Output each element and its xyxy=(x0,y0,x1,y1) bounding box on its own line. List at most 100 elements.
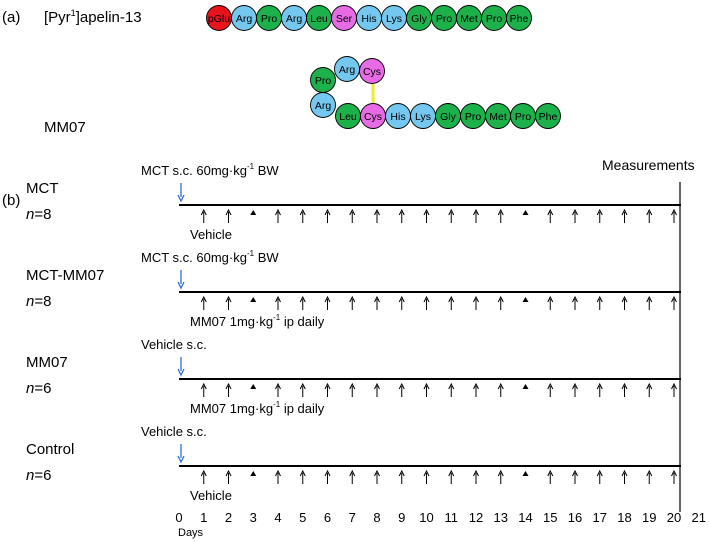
residue-label: Leu xyxy=(310,13,328,25)
dose-arrowhead xyxy=(497,208,504,216)
dose-arrowhead xyxy=(423,469,430,477)
dose-arrowhead xyxy=(374,469,380,477)
dose-arrowhead xyxy=(547,469,554,477)
dose-arrowhead xyxy=(324,469,331,477)
residue-his: His xyxy=(385,103,411,129)
day-tick-label: 19 xyxy=(642,510,656,525)
dose-arrowhead xyxy=(497,382,504,390)
residue-label: Phe xyxy=(539,111,558,123)
panel-b-label: (b) xyxy=(2,192,20,209)
residue-label: Phe xyxy=(510,13,529,25)
dose-arrowhead xyxy=(200,208,207,216)
day-tick-label: 13 xyxy=(494,510,508,525)
day-tick-label: 4 xyxy=(274,510,281,525)
residue-pro: Pro xyxy=(256,5,282,31)
residue-label: Pro xyxy=(261,13,278,25)
pyr-apelin-name: [Pyr1]apelin-13 xyxy=(44,8,142,26)
dose-arrowhead xyxy=(324,295,331,303)
dose-arrowhead xyxy=(671,295,677,303)
residue-label: His xyxy=(361,13,376,25)
residue-ser: Ser xyxy=(331,5,357,31)
group-n-label: n=6 xyxy=(26,380,51,397)
residue-label: Arg xyxy=(339,64,356,76)
dose-arrowhead xyxy=(349,208,356,216)
dose-arrowhead xyxy=(225,469,232,477)
dose-arrowhead xyxy=(423,382,430,390)
dose-arrowhead xyxy=(473,382,479,390)
residue-label: Leu xyxy=(339,111,357,123)
dose-arrowhead xyxy=(324,208,331,216)
residue-label: pGlu xyxy=(208,13,230,25)
day-tick-label: 8 xyxy=(373,510,380,525)
dose-arrowhead xyxy=(646,295,653,303)
residue-met: Met xyxy=(456,5,482,31)
dose-arrowhead xyxy=(423,295,430,303)
dose-arrowhead xyxy=(572,382,578,390)
day-tick-label: 16 xyxy=(568,510,582,525)
dose-arrowhead xyxy=(596,295,603,303)
residue-label: Arg xyxy=(315,100,332,112)
no-dose-marker xyxy=(522,384,529,389)
dose-arrowhead xyxy=(473,208,479,216)
no-dose-marker xyxy=(522,471,529,476)
dose-arrowhead xyxy=(572,295,578,303)
dose-arrowhead xyxy=(299,208,306,216)
no-dose-marker xyxy=(522,297,529,302)
residue-pro: Pro xyxy=(310,67,336,93)
residue-label: Met xyxy=(460,13,478,25)
dose-arrowhead xyxy=(324,382,331,390)
day-tick-label: 9 xyxy=(398,510,405,525)
group-name: MCT xyxy=(26,180,59,197)
no-dose-marker xyxy=(250,297,257,302)
day-tick-label: 2 xyxy=(225,510,232,525)
dose-arrowhead xyxy=(374,295,380,303)
no-dose-marker xyxy=(522,210,529,215)
dose-arrowhead xyxy=(671,208,677,216)
no-dose-marker xyxy=(250,210,257,215)
residue-pglu: pGlu xyxy=(206,5,232,31)
treatment-label: MM07 1mg·kg-1 ip daily xyxy=(190,313,325,329)
dose-arrowhead xyxy=(646,469,653,477)
dose-arrowhead xyxy=(473,295,479,303)
residue-lys: Lys xyxy=(410,103,436,129)
dose-arrowhead xyxy=(225,382,232,390)
dose-arrowhead xyxy=(275,469,281,477)
day-tick-label: 11 xyxy=(445,510,459,525)
residue-circle xyxy=(535,103,561,129)
dose-arrowhead xyxy=(497,469,504,477)
day-tick-label: 20 xyxy=(667,510,681,525)
residue-label: Met xyxy=(489,111,507,123)
dose-arrowhead xyxy=(374,208,380,216)
residue-label: Cys xyxy=(364,111,382,123)
dose-arrowhead xyxy=(398,382,405,390)
dose-arrowhead xyxy=(200,295,207,303)
dose-arrowhead xyxy=(275,382,281,390)
residue-label: Ser xyxy=(336,13,353,25)
dose-arrowhead xyxy=(473,469,479,477)
dose-arrowhead xyxy=(448,208,455,216)
dose-arrowhead xyxy=(572,208,578,216)
residue-cys: Cys xyxy=(359,58,385,84)
treatment-label: MM07 1mg·kg-1 ip daily xyxy=(190,400,325,416)
dose-arrowhead xyxy=(448,469,455,477)
day-tick-label: 0 xyxy=(175,510,182,525)
day-tick-label: 10 xyxy=(419,510,433,525)
residue-gly: Gly xyxy=(406,5,432,31)
panel-a-label: (a) xyxy=(2,9,20,26)
injection-label: Vehicle s.c. xyxy=(141,337,207,352)
group-n-label: n=8 xyxy=(26,206,51,223)
day-tick-label: 18 xyxy=(617,510,631,525)
residue-leu: Leu xyxy=(306,5,332,31)
day-tick-label: 1 xyxy=(200,510,207,525)
day-tick-label: 6 xyxy=(324,510,331,525)
days-axis-label: Days xyxy=(178,527,204,539)
no-dose-marker xyxy=(250,384,257,389)
dose-arrowhead xyxy=(225,208,232,216)
dose-arrowhead xyxy=(349,469,356,477)
